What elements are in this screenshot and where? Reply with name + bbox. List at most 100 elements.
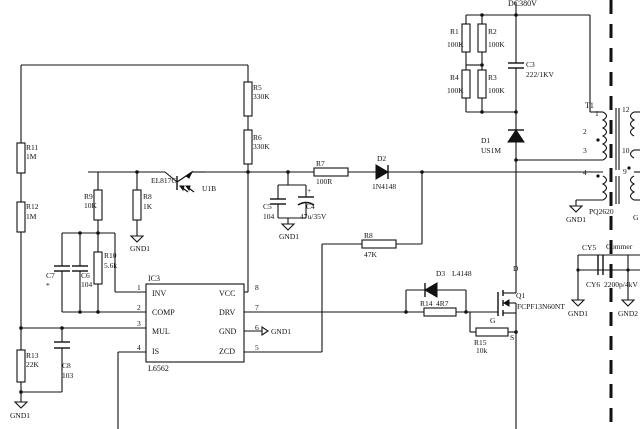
svg-text:C7: C7 bbox=[46, 271, 55, 280]
svg-text:R8: R8 bbox=[364, 231, 373, 240]
svg-text:Commer: Commer bbox=[606, 242, 633, 251]
optocoupler-u1b: EL817C U1B bbox=[151, 170, 216, 193]
svg-text:R10: R10 bbox=[104, 251, 117, 260]
svg-text:3: 3 bbox=[583, 146, 587, 155]
svg-text:5.6k: 5.6k bbox=[104, 261, 117, 270]
dc-input-section: DC380V R1 100K R2 100K R4 100K R3 bbox=[447, 0, 603, 162]
svg-text:GND1: GND1 bbox=[568, 309, 588, 318]
svg-text:222/1KV: 222/1KV bbox=[526, 70, 555, 79]
svg-text:7: 7 bbox=[255, 303, 259, 312]
svg-text:R1: R1 bbox=[450, 27, 459, 36]
capacitor-c7: C7 * bbox=[46, 265, 70, 290]
svg-text:R12: R12 bbox=[26, 202, 39, 211]
gnd-left-label: GND1 bbox=[10, 411, 30, 420]
resistor-r9: R9 10K bbox=[84, 172, 103, 233]
svg-text:22K: 22K bbox=[26, 360, 40, 369]
svg-text:R14: R14 bbox=[420, 299, 433, 308]
resistor-r1: R1 100K bbox=[447, 23, 471, 53]
svg-text:47u/35V: 47u/35V bbox=[300, 212, 327, 221]
svg-text:2200p/4kV: 2200p/4kV bbox=[604, 280, 638, 289]
svg-text:10k: 10k bbox=[476, 346, 488, 355]
resistor-r2: R2 100K bbox=[477, 23, 505, 53]
svg-text:1N4148: 1N4148 bbox=[372, 182, 396, 191]
svg-text:CY5: CY5 bbox=[582, 243, 596, 252]
svg-text:100K: 100K bbox=[447, 40, 464, 49]
capacitor-c8: C8 103 bbox=[54, 341, 74, 392]
svg-text:47K: 47K bbox=[364, 250, 378, 259]
svg-text:*: * bbox=[46, 281, 50, 290]
svg-text:US1M: US1M bbox=[481, 146, 501, 155]
svg-text:R5: R5 bbox=[253, 83, 262, 92]
svg-text:L4148: L4148 bbox=[452, 269, 472, 278]
svg-text:GND1: GND1 bbox=[130, 244, 150, 253]
svg-text:R4: R4 bbox=[450, 73, 459, 82]
pin-zcd-label: ZCD bbox=[219, 347, 235, 356]
startup-resistors: R5 330K R6 330K bbox=[21, 64, 270, 293]
svg-text:10K: 10K bbox=[84, 201, 98, 210]
resistor-r11: R11 1M bbox=[16, 142, 38, 174]
resistor-r12: R12 1M bbox=[16, 201, 39, 233]
svg-text:Q1: Q1 bbox=[516, 291, 525, 300]
svg-text:2: 2 bbox=[583, 127, 587, 136]
svg-text:G: G bbox=[633, 213, 639, 222]
svg-text:D: D bbox=[513, 264, 519, 273]
svg-text:1M: 1M bbox=[26, 212, 37, 221]
svg-text:+: + bbox=[307, 186, 311, 195]
svg-text:R13: R13 bbox=[26, 351, 39, 360]
svg-text:10: 10 bbox=[622, 146, 630, 155]
svg-text:104: 104 bbox=[263, 212, 275, 221]
controller-ic3: IC3 L6562 INV COMP MUL IS VCC DRV GND ZC… bbox=[117, 244, 470, 429]
svg-text:100K: 100K bbox=[447, 86, 464, 95]
diode-d3: D3 L4148 bbox=[424, 269, 472, 298]
svg-text:S: S bbox=[510, 333, 514, 342]
svg-text:1: 1 bbox=[137, 283, 141, 292]
svg-text:GND2: GND2 bbox=[618, 309, 638, 318]
svg-text:R2: R2 bbox=[488, 27, 497, 36]
resistor-r8-47k: R8 47K bbox=[322, 231, 422, 259]
y-capacitors: CY5 Commer CY6 2200p/4kV GND1 GND2 bbox=[568, 242, 640, 318]
resistor-r10: R10 5.6k bbox=[93, 251, 117, 285]
optocoupler-ref-label: U1B bbox=[202, 184, 216, 193]
svg-text:D3: D3 bbox=[436, 269, 445, 278]
svg-text:12: 12 bbox=[622, 105, 630, 114]
svg-text:C5: C5 bbox=[263, 202, 272, 211]
svg-text:1M: 1M bbox=[26, 152, 37, 161]
pin-vcc-label: VCC bbox=[219, 289, 235, 298]
resistor-r3: R3 100K bbox=[477, 69, 505, 99]
svg-text:1K: 1K bbox=[143, 202, 153, 211]
svg-text:G: G bbox=[490, 316, 496, 325]
feedback-network: EL817C U1B R9 10K R8 1K GND1 C5 bbox=[84, 154, 603, 253]
svg-text:9: 9 bbox=[623, 167, 627, 176]
svg-text:8: 8 bbox=[255, 283, 259, 292]
svg-text:R7: R7 bbox=[316, 159, 325, 168]
svg-text:1: 1 bbox=[595, 109, 599, 118]
svg-text:C8: C8 bbox=[62, 361, 71, 370]
ic3-ref-label: IC3 bbox=[148, 274, 160, 283]
svg-text:R11: R11 bbox=[26, 143, 38, 152]
svg-text:C6: C6 bbox=[81, 271, 90, 280]
dc380v-label: DC380V bbox=[508, 0, 537, 8]
pin-is-label: IS bbox=[152, 347, 159, 356]
mul-divider: R11 1M R12 1M R13 22K C8 103 GND1 bbox=[10, 65, 146, 420]
gate-drive: D3 L4148 R14 4R7 R15 10k bbox=[404, 269, 518, 355]
svg-text:100K: 100K bbox=[488, 40, 505, 49]
comp-network: C7 * C6 104 R10 5.6k bbox=[46, 231, 146, 314]
svg-text:D2: D2 bbox=[377, 154, 386, 163]
svg-text:R9: R9 bbox=[84, 192, 93, 201]
svg-text:330K: 330K bbox=[253, 142, 270, 151]
ic3-part-label: L6562 bbox=[148, 364, 169, 373]
svg-text:2: 2 bbox=[137, 303, 141, 312]
resistor-r6: R6 330K bbox=[243, 129, 270, 165]
pin-inv-label: INV bbox=[152, 289, 166, 298]
svg-text:PQ2620: PQ2620 bbox=[589, 207, 614, 216]
svg-text:4R7: 4R7 bbox=[436, 299, 449, 308]
svg-text:C3: C3 bbox=[526, 60, 535, 69]
svg-text:100K: 100K bbox=[488, 86, 505, 95]
svg-text:FCPF13N60NT: FCPF13N60NT bbox=[517, 302, 565, 311]
svg-text:D1: D1 bbox=[481, 136, 490, 145]
svg-text:R15: R15 bbox=[474, 338, 487, 347]
resistor-r4: R4 100K bbox=[447, 69, 471, 99]
svg-text:GND1: GND1 bbox=[271, 327, 291, 336]
resistor-r14: R14 4R7 bbox=[420, 299, 457, 317]
